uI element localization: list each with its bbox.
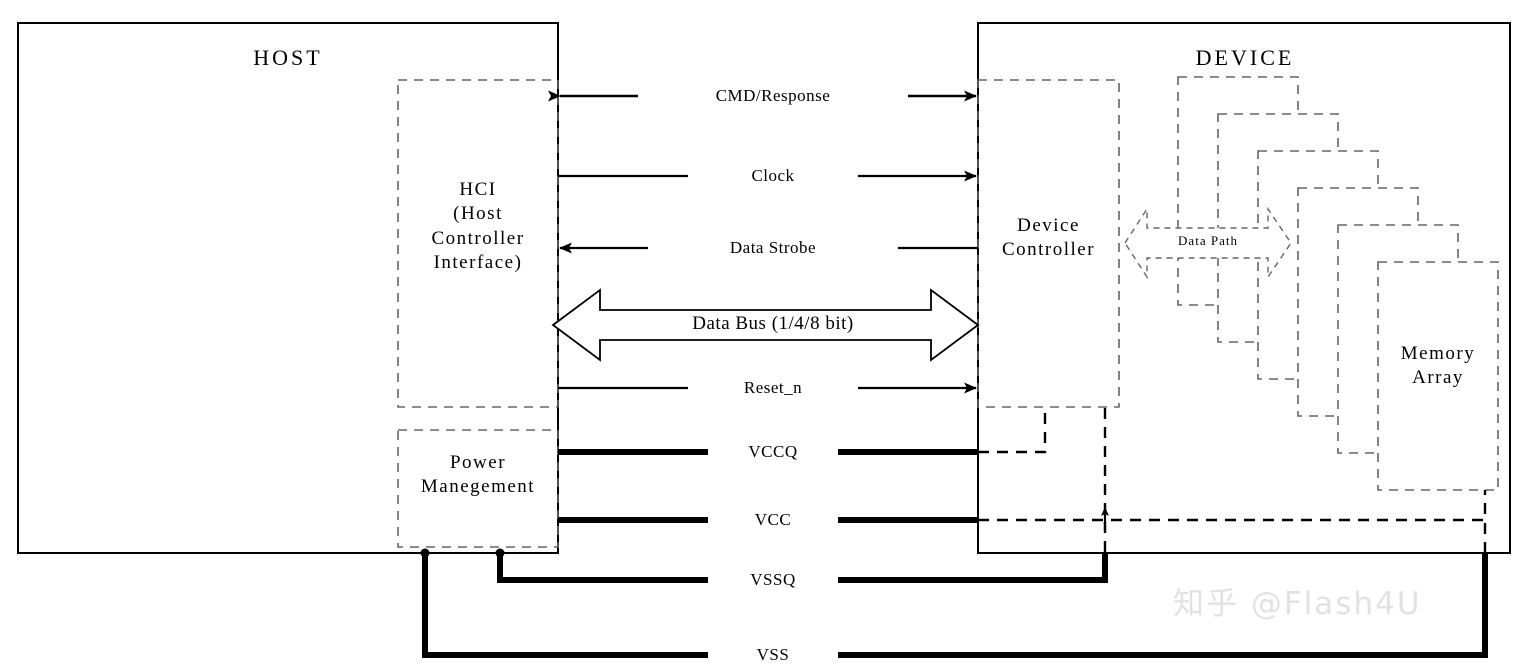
rail-label-vccq: VCCQ <box>708 441 838 463</box>
power-management-label: Power Manegement <box>420 452 536 498</box>
rail-label-vss: VSS <box>708 644 838 666</box>
vccq-internal-branch <box>978 408 1047 454</box>
rail-junction-vss <box>420 548 430 558</box>
watermark: 知乎 @Flash4U <box>1173 586 1422 622</box>
rail-line-vss <box>422 553 1488 658</box>
hci-block-label: HCI (Host Controller Interface) <box>431 179 525 273</box>
power-management-block <box>397 429 559 548</box>
rail-label-vssq: VSSQ <box>708 569 838 591</box>
memory-array-stack <box>1177 76 1499 491</box>
device-title: DEVICE <box>1195 45 1295 70</box>
rail-junction-vssq <box>495 548 505 558</box>
host-title: HOST <box>253 45 323 70</box>
signal-label-data-bus: Data Bus (1/4/8 bit) <box>588 312 958 337</box>
device-controller-block <box>977 79 1120 408</box>
memory-die-1 <box>1377 261 1499 491</box>
signal-label-clock: Clock <box>688 165 858 187</box>
memory-array-label: Memory Array <box>1400 343 1476 389</box>
signal-label-cmd-response: CMD/Response <box>638 85 908 107</box>
rail-label-vcc: VCC <box>708 509 838 531</box>
vcc-internal-branch <box>978 490 1487 522</box>
signal-label-reset-n: Reset_n <box>688 377 858 399</box>
data-path-label: Data Path <box>1178 233 1238 248</box>
hci-block <box>397 79 559 408</box>
data-path-arrow <box>1124 206 1292 280</box>
signal-label-data-strobe: Data Strobe <box>648 237 898 259</box>
device-controller-label: Device Controller <box>1001 215 1096 261</box>
